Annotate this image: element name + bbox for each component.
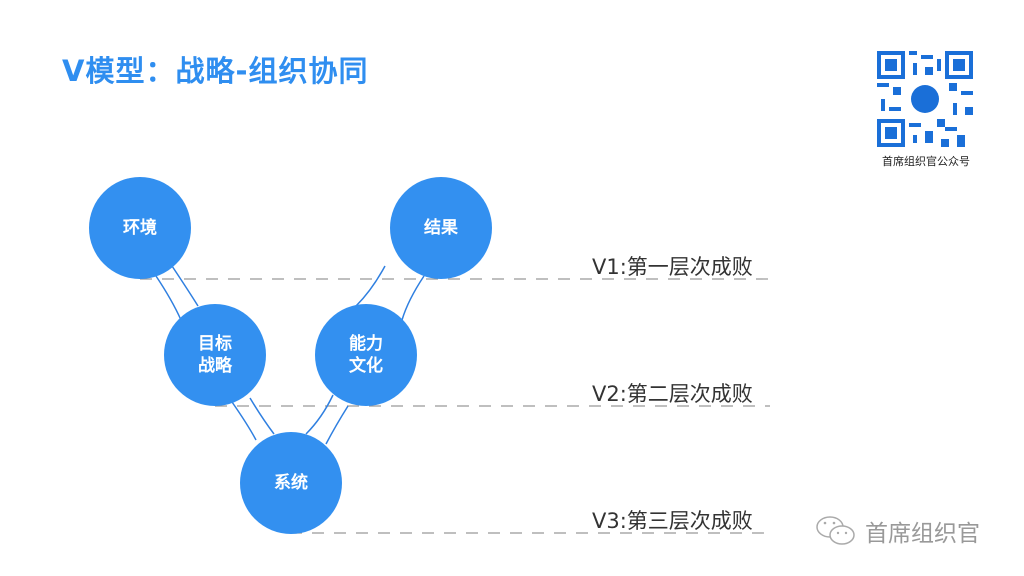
node-environment: 环境 bbox=[89, 177, 191, 279]
node-strategy: 目标 战略 bbox=[164, 304, 266, 406]
connector bbox=[355, 265, 386, 307]
node-capability: 能力 文化 bbox=[315, 304, 417, 406]
connector bbox=[325, 405, 349, 445]
wechat-icon bbox=[816, 516, 855, 545]
connector bbox=[231, 401, 257, 441]
node-system: 系统 bbox=[240, 432, 342, 534]
connector bbox=[305, 394, 334, 435]
node-result: 结果 bbox=[390, 177, 492, 279]
brand-name: 首席组织官 bbox=[865, 521, 980, 547]
brand-watermark: 首席组织官 bbox=[815, 514, 980, 548]
connector bbox=[401, 275, 425, 321]
connector bbox=[155, 275, 182, 321]
qr-code bbox=[877, 51, 973, 147]
page-title: V模型：战略-组织协同 bbox=[62, 54, 369, 88]
qr-caption: 首席组织官公众号 bbox=[882, 155, 970, 168]
connector bbox=[249, 397, 275, 435]
level-label-v3: V3:第三层次成败 bbox=[592, 509, 753, 533]
level-label-v2: V2:第二层次成败 bbox=[592, 382, 753, 406]
level-label-v1: V1:第一层次成败 bbox=[592, 255, 753, 279]
connector bbox=[171, 265, 199, 307]
